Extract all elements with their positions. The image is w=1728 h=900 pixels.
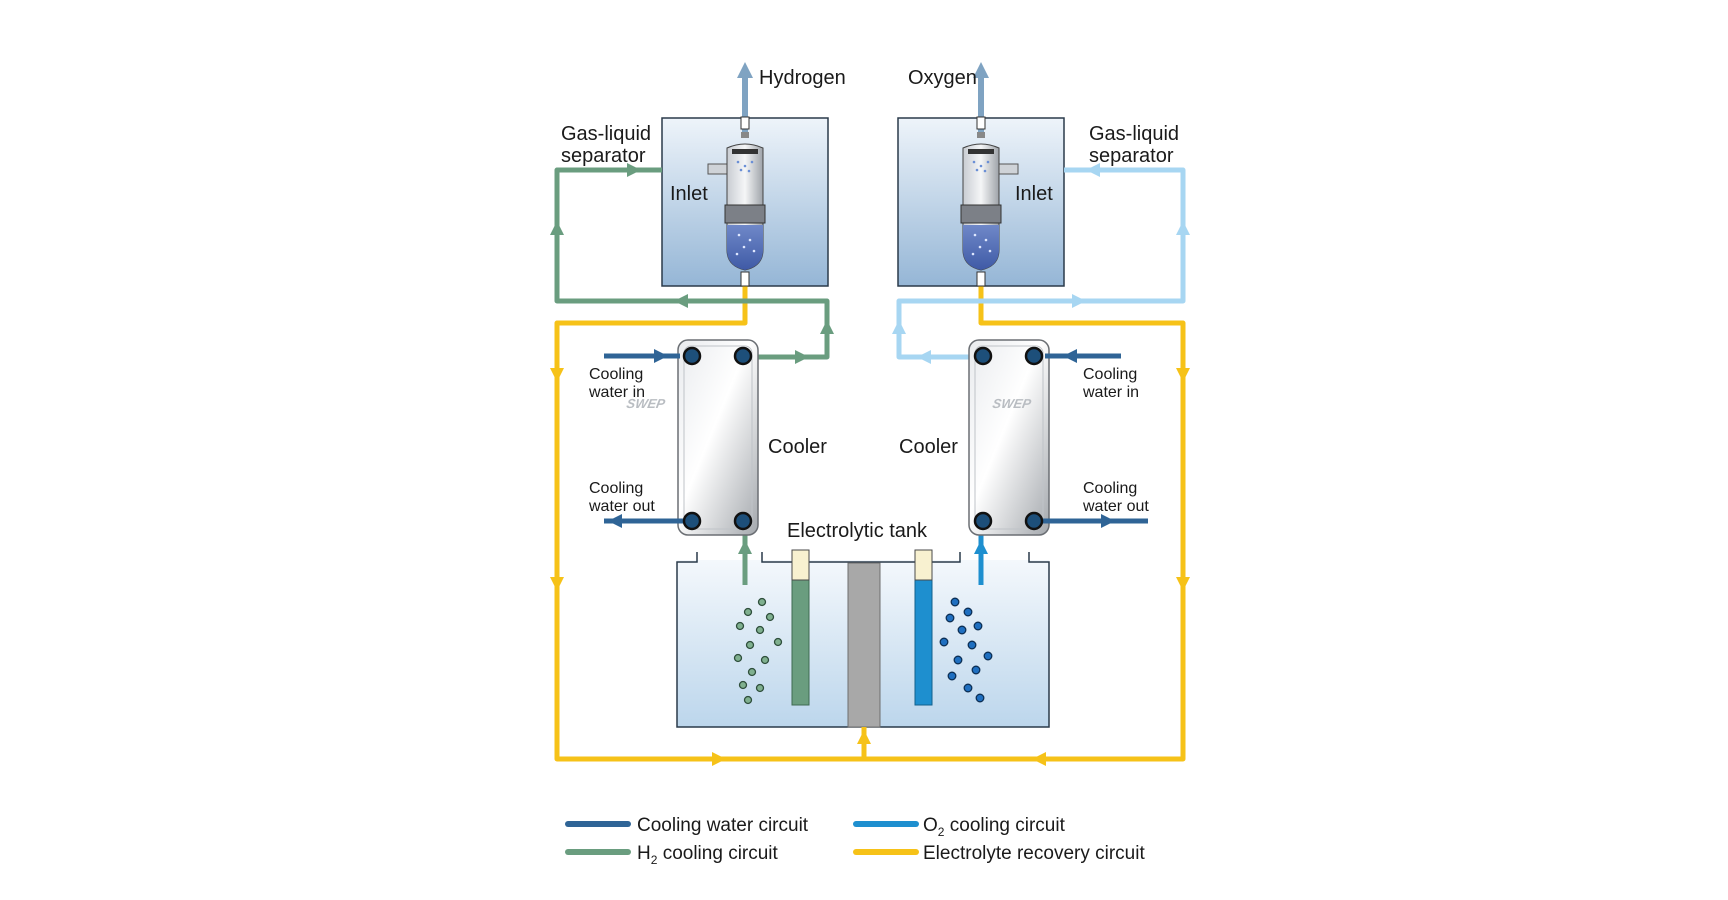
cooling-water-arrows <box>608 349 1115 528</box>
anode-electrode <box>914 579 933 706</box>
tank-membrane <box>847 562 881 728</box>
label-cooling-in-left-2: water in <box>588 384 645 401</box>
anode-electrode-cap <box>914 549 933 581</box>
cooler-brand-left: SWEP <box>625 396 666 411</box>
label-gas-liquid-left-1: Gas-liquid <box>561 123 651 145</box>
o2-feed-line <box>974 527 988 585</box>
label-cooling-out-left-1: Cooling <box>589 480 643 497</box>
label-cooling-out-right-1: Cooling <box>1083 480 1137 497</box>
h2-arrows <box>550 163 834 554</box>
label-oxygen: Oxygen <box>908 67 977 89</box>
electrolyte-arrows <box>550 368 1190 766</box>
h2-bubbles <box>733 597 783 705</box>
cathode-electrode <box>791 579 810 706</box>
legend: Cooling water circuit H2 cooling circuit… <box>565 815 1145 867</box>
legend-h2-prefix: H <box>637 843 651 864</box>
legend-h2-sub: 2 <box>651 853 658 867</box>
separator-vessel-right <box>960 116 1019 287</box>
label-cooling-out-left-2: water out <box>588 498 655 515</box>
label-cooling-in-right-2: water in <box>1082 384 1139 401</box>
label-gas-liquid-right-1: Gas-liquid <box>1089 123 1179 145</box>
label-gas-liquid-left-2: separator <box>561 145 646 167</box>
label-cooling-in-right-1: Cooling <box>1083 366 1137 383</box>
label-cooling-in-left-1: Cooling <box>589 366 643 383</box>
o2-arrows <box>892 163 1190 364</box>
label-electrolytic-tank: Electrolytic tank <box>787 520 928 542</box>
h2-cooling-circuit <box>554 167 830 585</box>
label-inlet-right: Inlet <box>1015 183 1053 205</box>
cooler-plate-left <box>677 339 759 536</box>
label-gas-liquid-right-2: separator <box>1089 145 1174 167</box>
legend-label-cooling-water: Cooling water circuit <box>637 815 809 836</box>
legend-o2-sub: 2 <box>938 825 945 839</box>
legend-label-h2: H2 cooling circuit <box>637 843 779 867</box>
label-cooler-right: Cooler <box>899 436 958 458</box>
legend-label-o2: O2 cooling circuit <box>923 815 1066 839</box>
o2-cooling-circuit <box>896 167 1186 360</box>
label-inlet-left: Inlet <box>670 183 708 205</box>
cooler-brand-right: SWEP <box>991 396 1032 411</box>
label-cooling-out-right-2: water out <box>1082 498 1149 515</box>
legend-o2-prefix: O <box>923 815 938 836</box>
label-hydrogen: Hydrogen <box>759 67 846 89</box>
label-cooler-left: Cooler <box>768 436 827 458</box>
legend-label-electrolyte: Electrolyte recovery circuit <box>923 843 1145 864</box>
cooler-plate-right <box>968 339 1050 536</box>
cathode-electrode-cap <box>791 549 810 581</box>
legend-o2-suffix: cooling circuit <box>944 815 1065 836</box>
electrolytic-tank <box>676 549 1050 728</box>
separator-vessel-left <box>707 116 766 287</box>
cooler-ports <box>682 346 1044 531</box>
o2-bubbles <box>939 597 993 703</box>
legend-h2-suffix: cooling circuit <box>657 843 778 864</box>
